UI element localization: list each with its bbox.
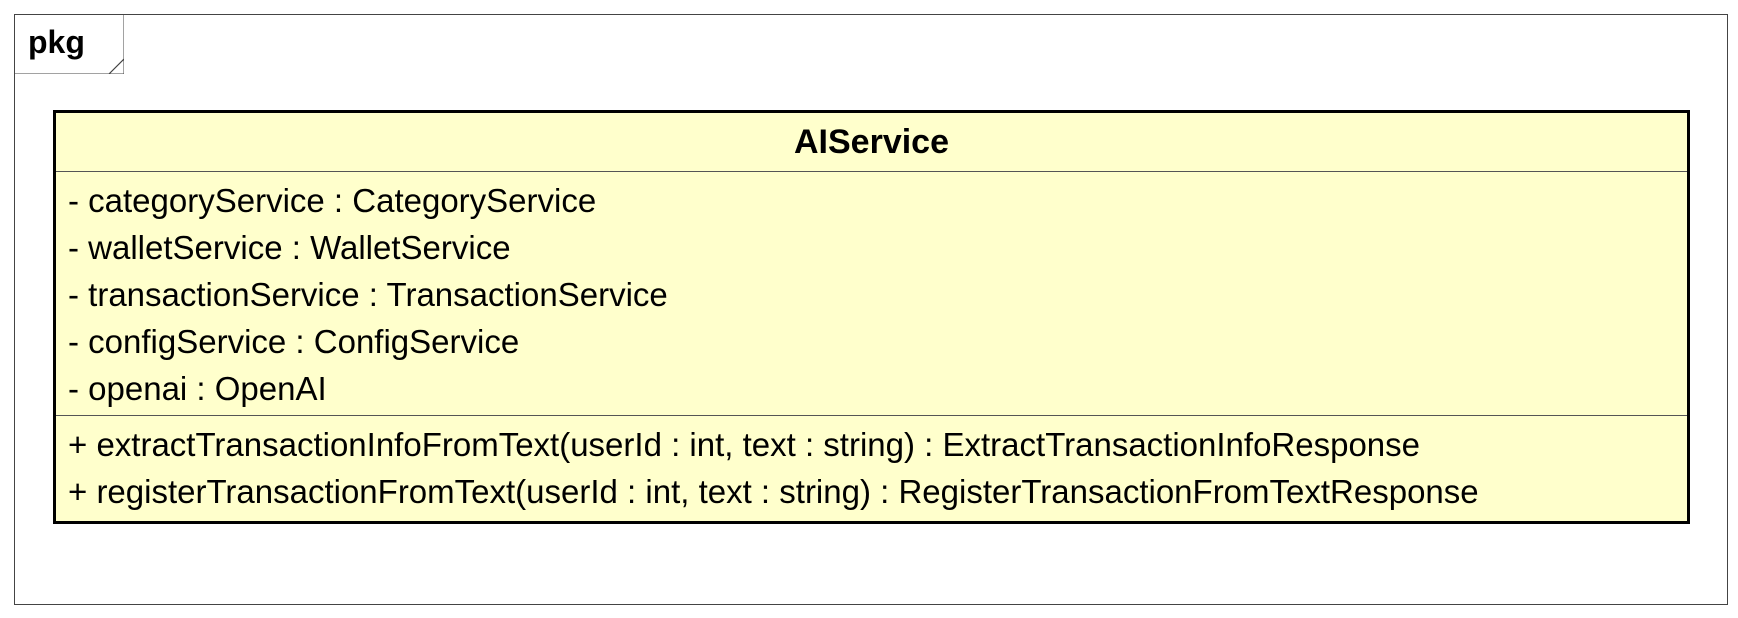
attributes-divider [56, 171, 1687, 172]
operations-divider [56, 415, 1687, 416]
package-tab: pkg [14, 14, 124, 74]
attribute-item: - configService : ConfigService [68, 323, 520, 360]
class-name: AIService [794, 123, 949, 161]
operation-item: + registerTransactionFromText(userId : i… [68, 473, 1479, 510]
attribute-item: - walletService : WalletService [68, 229, 511, 266]
package-label: pkg [28, 24, 85, 60]
attribute-item: - categoryService : CategoryService [68, 182, 597, 219]
class-box-aiservice[interactable]: AIService - categoryService : CategorySe… [53, 110, 1690, 524]
operation-list: + extractTransactionInfoFromText(userId … [68, 421, 1479, 515]
attribute-list: - categoryService : CategoryService - wa… [68, 177, 668, 412]
package-tab-outline [14, 14, 124, 74]
attribute-item: - transactionService : TransactionServic… [68, 276, 668, 313]
operation-item: + extractTransactionInfoFromText(userId … [68, 426, 1421, 463]
attribute-item: - openai : OpenAI [68, 370, 327, 407]
